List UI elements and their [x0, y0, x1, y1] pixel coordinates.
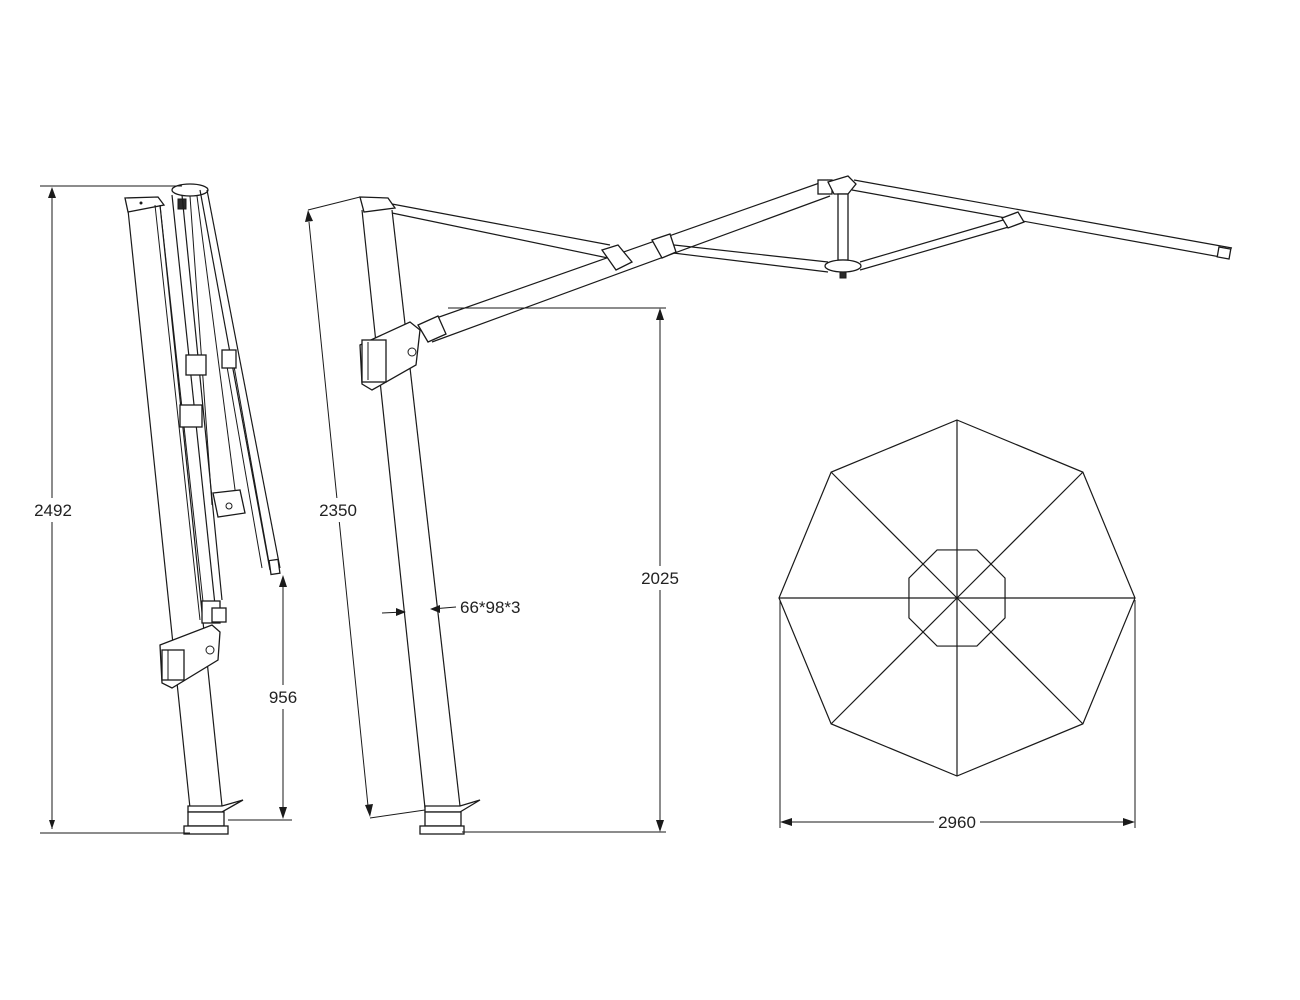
- dimension-label-canopy-diameter: 2960: [938, 813, 976, 832]
- folded-pole: [124, 196, 223, 809]
- main-arm: [391, 175, 862, 343]
- dimension-label-pole-height: 2350: [319, 501, 357, 520]
- dimension-2492: 2492: [30, 185, 190, 834]
- folded-crank-box: [159, 624, 221, 689]
- dimension-label-folded-clearance: 956: [269, 688, 297, 707]
- open-crank-box: [359, 315, 447, 391]
- open-pole: [359, 196, 461, 809]
- folded-view: 2492 956: [30, 183, 304, 835]
- canopy-rib-line: [830, 597, 958, 725]
- dimension-2960: 2960: [779, 600, 1136, 833]
- folded-ribs: [171, 183, 281, 624]
- canopy-hub-octagon: [908, 549, 1006, 647]
- folded-base: [183, 799, 244, 835]
- canopy-rib-line: [956, 597, 1084, 725]
- open-side-view: 2350 66*98*3 2025: [305, 175, 1233, 835]
- canopy-ribs-top: [779, 420, 1135, 776]
- top-view: 2960: [778, 419, 1136, 833]
- canopy-rib: [851, 179, 1233, 271]
- dimension-pole-profile: 66*98*3: [381, 598, 521, 617]
- dimension-2025: 2025: [448, 307, 683, 833]
- dimension-label-pole-profile: 66*98*3: [460, 598, 521, 617]
- open-base: [419, 799, 481, 835]
- dimension-2350: 2350: [305, 196, 426, 819]
- canopy-rib-line: [830, 471, 958, 599]
- dimension-956: 956: [228, 575, 304, 821]
- canopy-rib-line: [956, 471, 1084, 599]
- dimension-label-canopy-clearance: 2025: [641, 569, 679, 588]
- dimension-label-total-height: 2492: [34, 501, 72, 520]
